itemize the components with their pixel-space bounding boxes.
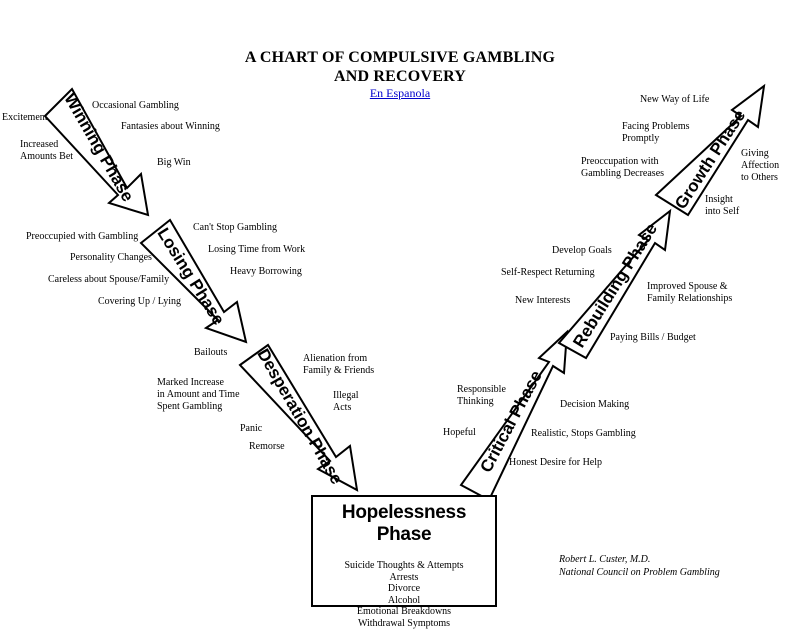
note-cant-stop: Can't Stop Gambling bbox=[193, 222, 277, 234]
note-increased-bets: Increased Amounts Bet bbox=[20, 139, 73, 163]
note-heavy-borrowing: Heavy Borrowing bbox=[230, 266, 302, 278]
note-careless: Careless about Spouse/Family bbox=[48, 274, 169, 286]
note-marked-increase: Marked Increase in Amount and Time Spent… bbox=[157, 377, 240, 413]
note-preoccupied: Preoccupied with Gambling bbox=[26, 231, 138, 243]
note-new-interests: New Interests bbox=[515, 295, 570, 307]
note-preoccupation-decreases: Preoccupation with Gambling Decreases bbox=[581, 156, 664, 180]
note-facing-problems: Facing Problems Promptly bbox=[622, 121, 690, 145]
symptom-item: Arrests bbox=[313, 572, 495, 584]
hopelessness-symptom-list: Suicide Thoughts & Attempts Arrests Divo… bbox=[313, 560, 495, 629]
note-panic: Panic bbox=[240, 423, 262, 435]
note-alienation: Alienation from Family & Friends bbox=[303, 353, 374, 377]
note-occasional-gambling: Occasional Gambling bbox=[92, 100, 179, 112]
note-covering-up: Covering Up / Lying bbox=[98, 296, 181, 308]
note-personality-changes: Personality Changes bbox=[70, 252, 152, 264]
author-organization: National Council on Problem Gambling bbox=[559, 566, 720, 579]
hopelessness-phase-box: Hopelessness Phase Suicide Thoughts & At… bbox=[311, 495, 497, 607]
note-new-way-of-life: New Way of Life bbox=[640, 94, 709, 106]
symptom-item: Emotional Breakdowns bbox=[313, 606, 495, 618]
author-credit: Robert L. Custer, M.D. National Council … bbox=[559, 553, 720, 579]
note-decision-making: Decision Making bbox=[560, 399, 629, 411]
note-big-win: Big Win bbox=[157, 157, 191, 169]
note-bailouts: Bailouts bbox=[194, 347, 227, 359]
note-hopeful: Hopeful bbox=[443, 427, 476, 439]
author-name: Robert L. Custer, M.D. bbox=[559, 553, 720, 566]
symptom-item: Alcohol bbox=[313, 595, 495, 607]
symptom-item: Suicide Thoughts & Attempts bbox=[313, 560, 495, 572]
note-illegal-acts: Illegal Acts bbox=[333, 390, 359, 414]
symptom-item: Divorce bbox=[313, 583, 495, 595]
hopelessness-phase-title: Hopelessness Phase bbox=[313, 502, 495, 546]
note-develop-goals: Develop Goals bbox=[552, 245, 612, 257]
critical-phase-arrow: Critical Phase bbox=[461, 332, 567, 500]
note-responsible-thinking: Responsible Thinking bbox=[457, 384, 506, 408]
note-remorse: Remorse bbox=[249, 441, 285, 453]
symptom-item: Withdrawal Symptoms bbox=[313, 618, 495, 629]
note-paying-bills: Paying Bills / Budget bbox=[610, 332, 696, 344]
note-fantasies: Fantasies about Winning bbox=[121, 121, 220, 133]
note-realistic: Realistic, Stops Gambling bbox=[531, 428, 636, 440]
note-giving-affection: Giving Affection to Others bbox=[741, 148, 779, 184]
note-self-respect: Self-Respect Returning bbox=[501, 267, 595, 279]
note-excitement: Excitement bbox=[2, 112, 48, 124]
note-losing-time: Losing Time from Work bbox=[208, 244, 305, 256]
note-improved-relationships: Improved Spouse & Family Relationships bbox=[647, 281, 732, 305]
note-honest-desire: Honest Desire for Help bbox=[509, 457, 602, 469]
note-insight: Insight into Self bbox=[705, 194, 739, 218]
